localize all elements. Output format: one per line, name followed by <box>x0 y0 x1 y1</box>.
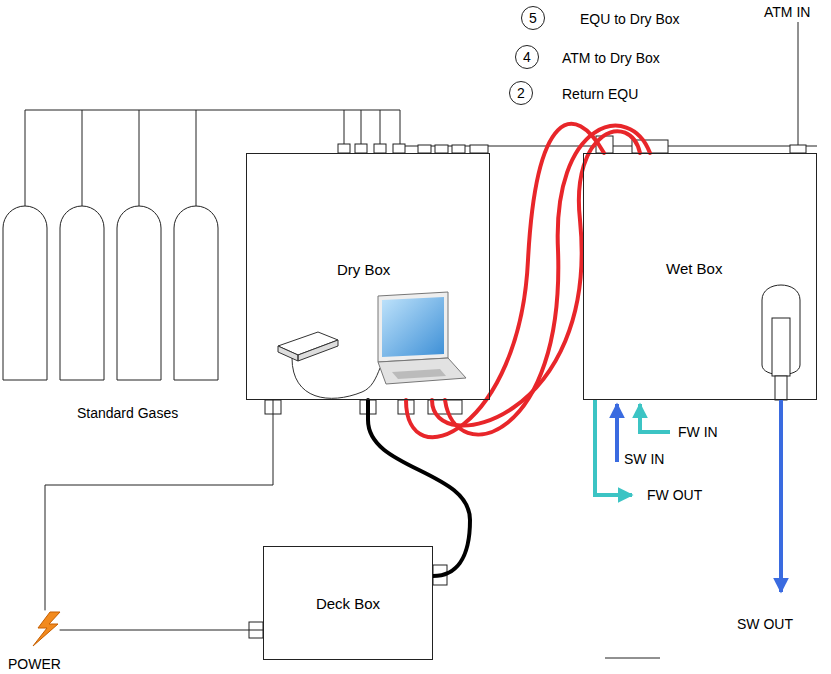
water-lines <box>595 400 781 592</box>
stray-line <box>605 658 660 659</box>
dry-box: Dry Box <box>246 153 490 400</box>
gas-cylinders <box>3 206 218 380</box>
gas-tube <box>445 126 650 435</box>
power-symbol <box>33 612 60 646</box>
callout-number: 2 <box>517 85 525 101</box>
callout-circle: 2 <box>509 81 533 105</box>
callout-number: 5 <box>529 10 537 26</box>
wet-box: Wet Box <box>583 153 817 400</box>
box-title: Wet Box <box>666 260 722 277</box>
port-label: ATM IN <box>762 4 812 20</box>
box-title: Deck Box <box>316 595 380 612</box>
deck-box: Deck Box <box>263 546 433 660</box>
callout-label: ATM to Dry Box <box>560 50 662 66</box>
flow-label: SW IN <box>622 451 666 467</box>
laptop-and-logger <box>278 292 466 398</box>
flow-label: FW IN <box>676 424 720 440</box>
box-title: Dry Box <box>337 261 390 278</box>
group-label: Standard Gases <box>75 405 180 421</box>
equilibrator <box>762 285 800 400</box>
flow-label: FW OUT <box>645 487 704 503</box>
callout-label: Return EQU <box>560 86 640 102</box>
gas-manifold <box>25 22 817 206</box>
gas-tube <box>432 131 640 425</box>
power-label: POWER <box>6 656 63 672</box>
power-cable <box>45 400 273 630</box>
callout-circle: 4 <box>515 45 539 69</box>
callout-circle: 5 <box>521 6 545 30</box>
callout-label: EQU to Dry Box <box>578 11 682 27</box>
callout-number: 4 <box>523 49 531 65</box>
flow-label: SW OUT <box>735 616 795 632</box>
gas-tube <box>406 124 604 437</box>
